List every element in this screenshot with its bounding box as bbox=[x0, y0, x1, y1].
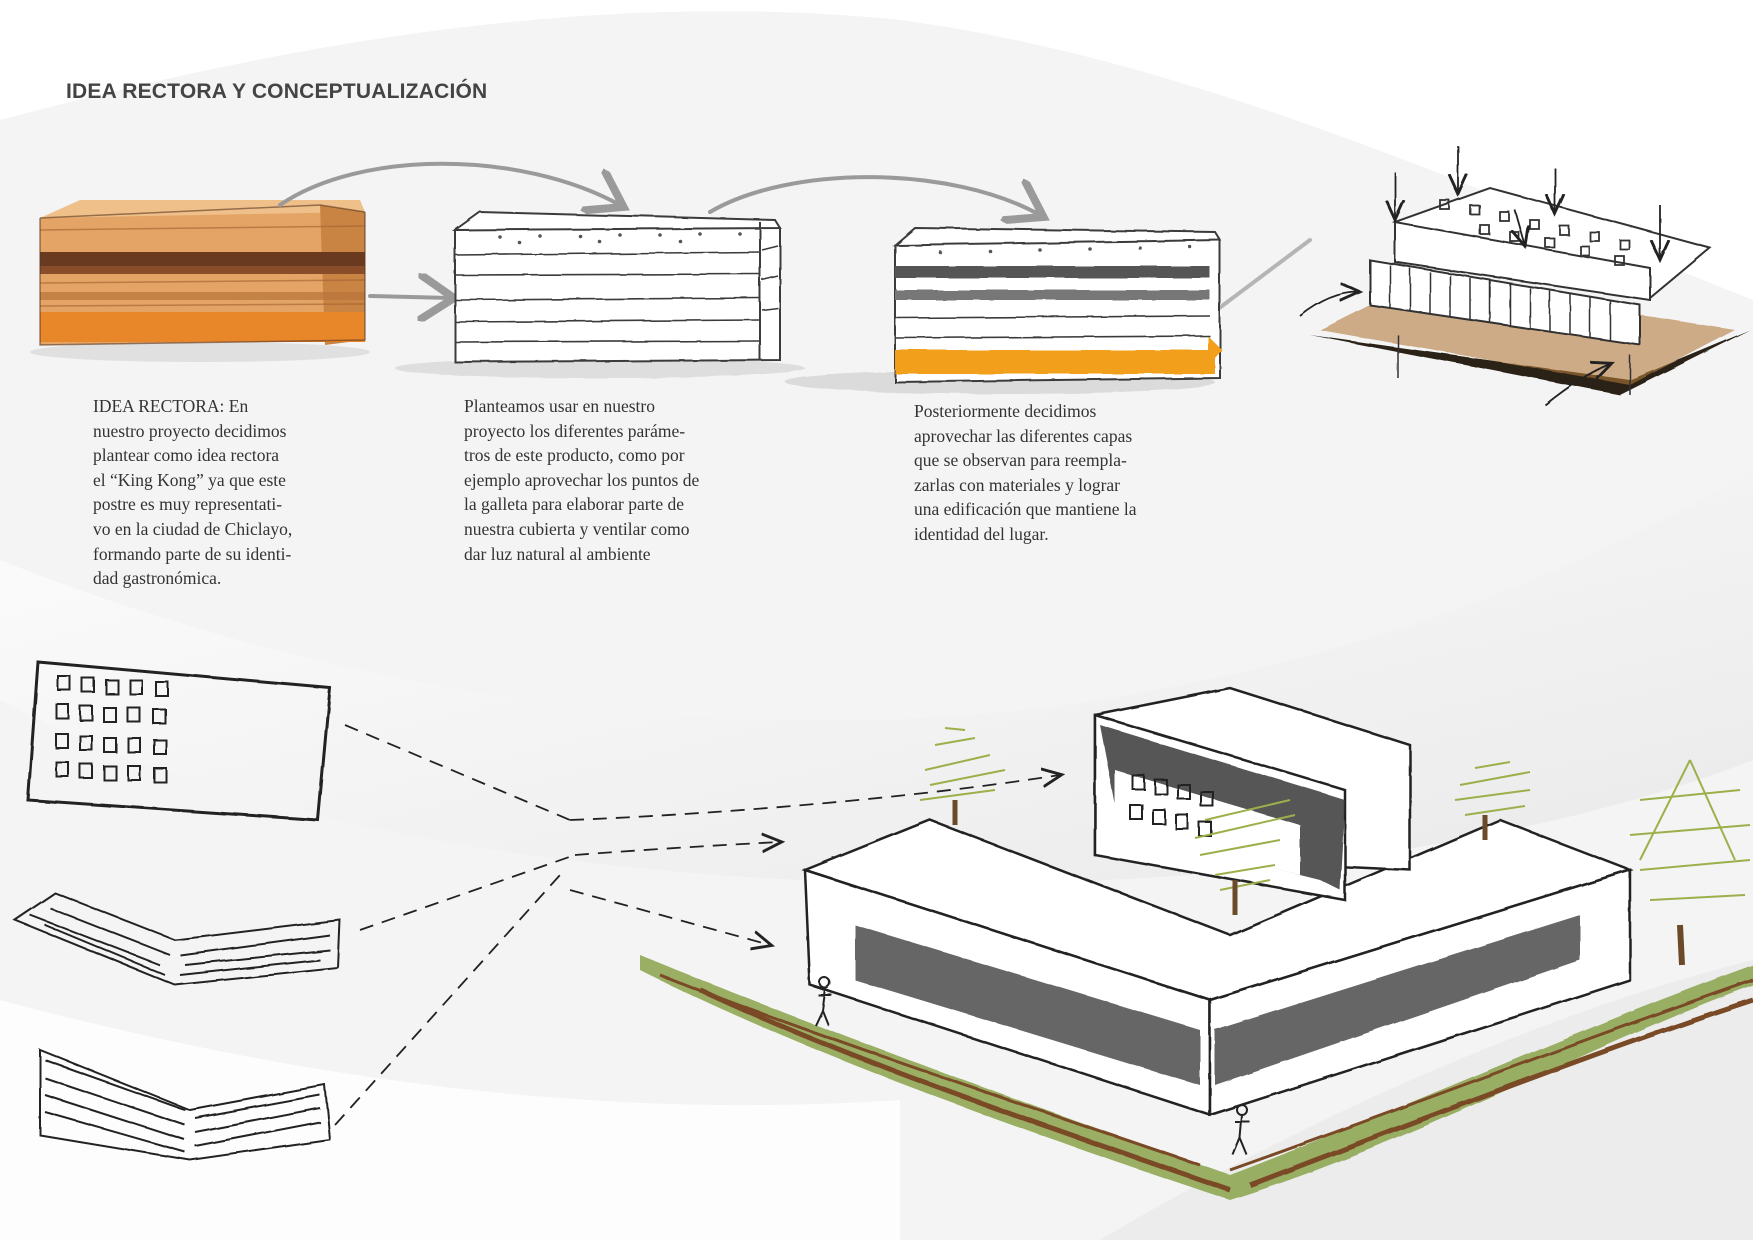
paragraph-line: aprovechar las diferentes capas bbox=[914, 424, 1137, 449]
paragraph-line: plantear como idea rectora bbox=[93, 443, 292, 468]
paragraph-line: postre es muy representati- bbox=[93, 492, 292, 517]
parameters-paragraph: Planteamos usar en nuestro proyecto los … bbox=[464, 394, 699, 566]
paragraph-line: ejemplo aprovechar los puntos de bbox=[464, 468, 699, 493]
page-title: IDEA RECTORA Y CONCEPTUALIZACIÓN bbox=[66, 80, 487, 104]
paragraph-line: vo en la ciudad de Chiclayo, bbox=[93, 517, 292, 542]
paragraph-line: nuestra cubierta y ventilar como bbox=[464, 517, 699, 542]
paragraph-line: el “King Kong” ya que este bbox=[93, 468, 292, 493]
paragraph-line: nuestro proyecto decidimos bbox=[93, 419, 292, 444]
paragraph-line: tros de este producto, como por bbox=[464, 443, 699, 468]
paragraph-line: proyecto los diferentes paráme- bbox=[464, 419, 699, 444]
materials-sketch-block bbox=[785, 228, 1222, 394]
paragraph-line: dad gastronómica. bbox=[93, 566, 292, 591]
paragraph-line: una edificación que mantiene la bbox=[914, 497, 1137, 522]
layers-sketch-block bbox=[395, 212, 805, 378]
idea-rectora-paragraph: IDEA RECTORA: En nuestro proyecto decidi… bbox=[93, 394, 292, 591]
roof-wing-sketch bbox=[15, 893, 340, 985]
paragraph-line: Posteriormente decidimos bbox=[914, 399, 1137, 424]
paragraph-line: identidad del lugar. bbox=[914, 522, 1137, 547]
paragraph-line: Planteamos usar en nuestro bbox=[464, 394, 699, 419]
paragraph-line: zarlas con materiales y lograr bbox=[914, 473, 1137, 498]
paragraph-line: la galleta para elaborar parte de bbox=[464, 492, 699, 517]
paragraph-line: formando parte de su identi- bbox=[93, 542, 292, 567]
paragraph-line: dar luz natural al ambiente bbox=[464, 542, 699, 567]
paragraph-line: que se observan para reempla- bbox=[914, 448, 1137, 473]
paragraph-line: IDEA RECTORA: En bbox=[93, 394, 292, 419]
pastry-block bbox=[30, 200, 370, 362]
materials-paragraph: Posteriormente decidimos aprovechar las … bbox=[914, 399, 1137, 547]
